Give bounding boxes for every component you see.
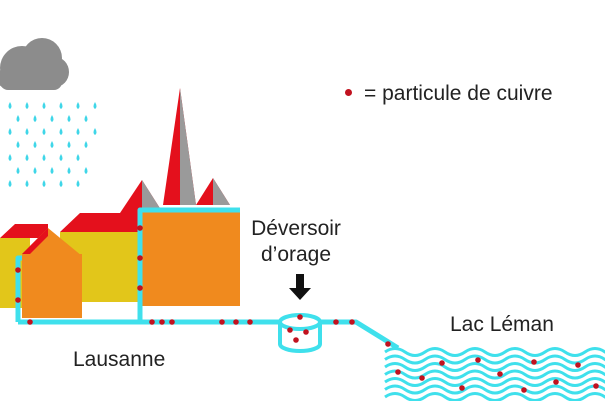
copper-particle	[459, 385, 465, 391]
copper-particle	[395, 369, 401, 375]
building-orange-house	[22, 228, 82, 318]
copper-particle	[149, 319, 155, 325]
small-spire-right	[196, 178, 230, 205]
cathedral-spire	[163, 88, 196, 205]
rain-drop	[8, 154, 12, 161]
wave-line	[384, 362, 605, 372]
copper-particle	[349, 319, 355, 325]
rain-drop	[16, 115, 20, 122]
copper-particle	[293, 337, 299, 343]
rain-drop	[50, 167, 54, 174]
rain-drop	[8, 128, 12, 135]
rain-drop	[25, 180, 29, 187]
wave-line	[384, 347, 605, 357]
rain-drop	[25, 128, 29, 135]
copper-particle	[419, 375, 425, 381]
rain-drop	[50, 115, 54, 122]
rain-drop	[67, 167, 71, 174]
rain-drop	[59, 128, 63, 135]
copper-particle	[593, 383, 599, 389]
rain-drop	[93, 102, 97, 109]
rain-drop	[76, 128, 80, 135]
copper-particle	[233, 319, 239, 325]
wave-line	[384, 384, 605, 395]
wave-line	[384, 369, 605, 380]
copper-particle	[137, 255, 143, 261]
rain-drop	[33, 115, 37, 122]
rain-drop	[93, 128, 97, 135]
rain-drop	[16, 167, 20, 174]
wave-line	[384, 354, 605, 365]
rain-cloud-icon	[0, 38, 69, 90]
copper-particle	[297, 314, 303, 320]
rain-drop	[42, 102, 46, 109]
rain-drop	[16, 141, 20, 148]
copper-particle	[15, 297, 21, 303]
rain-drop	[76, 154, 80, 161]
copper-particle	[169, 319, 175, 325]
copper-particle	[27, 319, 33, 325]
copper-particle	[385, 341, 391, 347]
copper-particle	[475, 357, 481, 363]
city-label: Lausanne	[73, 348, 166, 371]
wave-line	[384, 377, 605, 387]
copper-particles	[15, 225, 599, 393]
copper-particle-icon	[345, 88, 352, 96]
small-spire-left	[120, 180, 163, 213]
copper-particle	[439, 360, 445, 366]
building-orange-large	[140, 210, 240, 306]
rain-drop	[84, 115, 88, 122]
copper-particle	[15, 267, 21, 273]
rain-drop	[59, 154, 63, 161]
rain-drop	[33, 167, 37, 174]
rain-drop	[42, 154, 46, 161]
rain-drop	[76, 180, 80, 187]
copper-particle	[553, 379, 559, 385]
copper-particle	[521, 387, 527, 393]
rain-drop	[76, 102, 80, 109]
rain-drop	[42, 180, 46, 187]
rain-drop	[33, 141, 37, 148]
rain-drop	[84, 167, 88, 174]
copper-particle	[531, 359, 537, 365]
copper-particle	[247, 319, 253, 325]
down-arrow-icon	[289, 274, 311, 300]
copper-particle	[333, 319, 339, 325]
rain-drop	[67, 141, 71, 148]
legend: = particule de cuivre	[345, 82, 553, 106]
copper-particle	[137, 285, 143, 291]
rain-drop	[67, 115, 71, 122]
rain-drop	[59, 102, 63, 109]
rain-drop	[25, 102, 29, 109]
rain-drop	[42, 128, 46, 135]
copper-particle	[303, 329, 309, 335]
rain-drop	[25, 154, 29, 161]
rain-drops	[8, 102, 97, 187]
copper-particle	[159, 319, 165, 325]
rain-drop	[84, 141, 88, 148]
storm-overflow-label-line1: Déversoir	[251, 217, 341, 240]
storm-overflow-chamber	[278, 313, 322, 353]
storm-overflow-label: Déversoir d’orage	[243, 216, 349, 268]
rain-drop	[8, 180, 12, 187]
copper-particle	[219, 319, 225, 325]
rain-drop	[8, 102, 12, 109]
copper-particle	[137, 225, 143, 231]
copper-particle	[497, 371, 503, 377]
lake-waves	[384, 347, 605, 401]
legend-text: = particule de cuivre	[364, 82, 553, 105]
lake-label: Lac Léman	[450, 313, 554, 336]
storm-overflow-label-line2: d’orage	[260, 243, 332, 266]
copper-particle	[287, 327, 293, 333]
rain-drop	[59, 180, 63, 187]
wave-line	[384, 392, 605, 401]
rain-drop	[50, 141, 54, 148]
copper-particle	[575, 362, 581, 368]
